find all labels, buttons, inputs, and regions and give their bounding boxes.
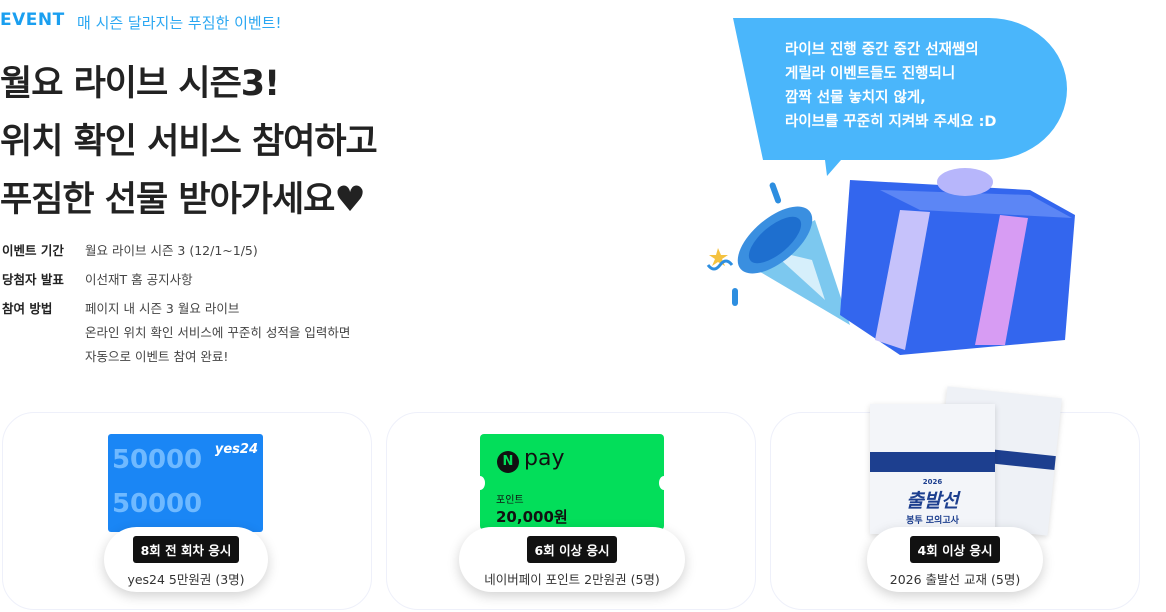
info-value: 월요 라이브 시즌 3 (12/1~1/5) <box>85 243 258 258</box>
book-year: 2026 <box>922 478 943 486</box>
prize-label-book: 4회 이상 응시 2026 출발선 교재 (5명) <box>867 527 1043 592</box>
headline-line: 위치 확인 서비스 참여하고 <box>0 122 378 162</box>
npay-brand: pay <box>524 446 565 471</box>
book-subtitle: 봉투 모의고사 <box>906 516 959 526</box>
prize-description: 네이버페이 포인트 2만원권 (5명) <box>484 572 660 587</box>
event-subtitle: 매 시즌 달라지는 푸짐한 이벤트! <box>77 14 282 32</box>
npay-logo-icon: N <box>497 451 519 473</box>
prize-description: yes24 5만원권 (3명) <box>127 572 245 587</box>
party-popper-icon <box>706 182 850 325</box>
prize-label-yes24: 8회 전 회차 응시 yes24 5만원권 (3명) <box>104 527 268 592</box>
book-title: 출발선 <box>906 490 959 512</box>
speech-bubble-text: 라이브 진행 중간 중간 선재쌤의 게릴라 이벤트들도 진행되니 깜짝 선물 놓… <box>785 38 996 134</box>
info-value: 자동으로 이벤트 참여 완료! <box>85 349 229 364</box>
prize-description: 2026 출발선 교재 (5명) <box>889 572 1021 587</box>
info-label: 이벤트 기간 <box>2 243 64 258</box>
bubble-line: 게릴라 이벤트들도 진행되니 <box>785 66 956 82</box>
prize-label-npay: 6회 이상 응시 네이버페이 포인트 2만원권 (5명) <box>459 527 685 592</box>
info-label: 당첨자 발표 <box>2 272 64 287</box>
bubble-line: 라이브 진행 중간 중간 선재쌤의 <box>785 42 979 58</box>
info-value: 온라인 위치 확인 서비스에 꾸준히 성적을 입력하면 <box>85 325 351 340</box>
info-value: 페이지 내 시즌 3 월요 라이브 <box>85 301 240 316</box>
yes24-logo: yes24 <box>214 442 258 457</box>
bubble-line: 깜짝 선물 놓치지 않게, <box>785 90 926 106</box>
npay-card-image: N pay 포인트 20,000원 <box>475 434 669 530</box>
npay-value: 20,000원 <box>496 508 568 526</box>
page-title: 월요 라이브 시즌3! 위치 확인 서비스 참여하고 푸짐한 선물 받아가세요♥ <box>0 55 378 229</box>
speech-bubble <box>733 18 1067 176</box>
gift-box-icon <box>840 168 1075 355</box>
condition-badge: 4회 이상 응시 <box>909 536 1001 563</box>
book-cover-image: 2026 출발선 봉투 모의고사 <box>870 404 995 534</box>
npay-label: 포인트 <box>496 495 524 506</box>
condition-badge: 8회 전 회차 응시 <box>132 536 240 563</box>
yes24-gift-card-image: 50000 50000 yes24 <box>108 434 263 532</box>
event-tag: EVENT <box>0 10 65 30</box>
gift-illustration <box>706 168 1075 355</box>
headline-line: 푸짐한 선물 받아가세요♥ <box>0 180 366 220</box>
info-value: 이선재T 홈 공지사항 <box>85 272 193 287</box>
info-label: 참여 방법 <box>2 301 53 316</box>
headline-line: 월요 라이브 시즌3! <box>0 64 280 104</box>
card-value: 50000 <box>112 489 203 519</box>
card-value: 50000 <box>112 445 203 475</box>
condition-badge: 6회 이상 응시 <box>526 536 618 563</box>
bubble-line: 라이브를 꾸준히 지켜봐 주세요 :D <box>785 114 997 130</box>
